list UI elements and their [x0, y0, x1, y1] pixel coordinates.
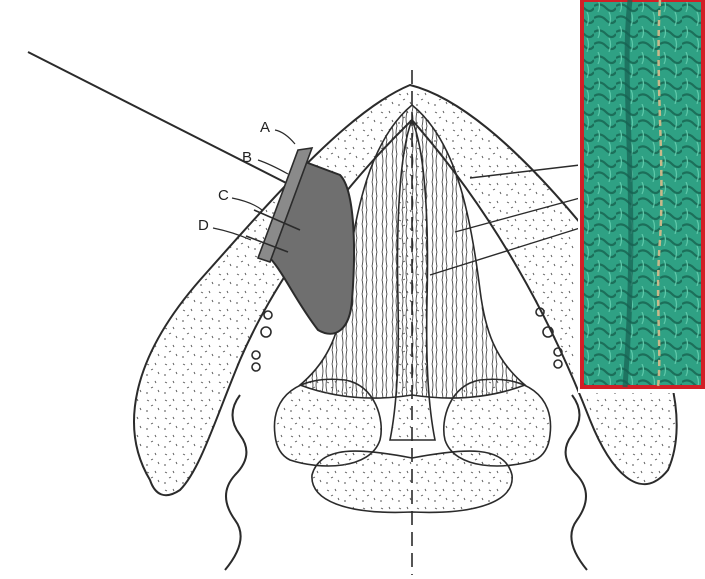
shaded-device — [270, 160, 354, 334]
label-d: D — [198, 217, 209, 234]
label-b: B — [242, 149, 252, 166]
label-c: C — [218, 187, 229, 204]
left-vessel — [225, 395, 246, 570]
leader-c — [232, 198, 262, 210]
right-vessel — [566, 395, 587, 570]
label-a: A — [260, 119, 270, 136]
photo-inset — [578, 0, 705, 393]
leader-a — [275, 130, 295, 144]
